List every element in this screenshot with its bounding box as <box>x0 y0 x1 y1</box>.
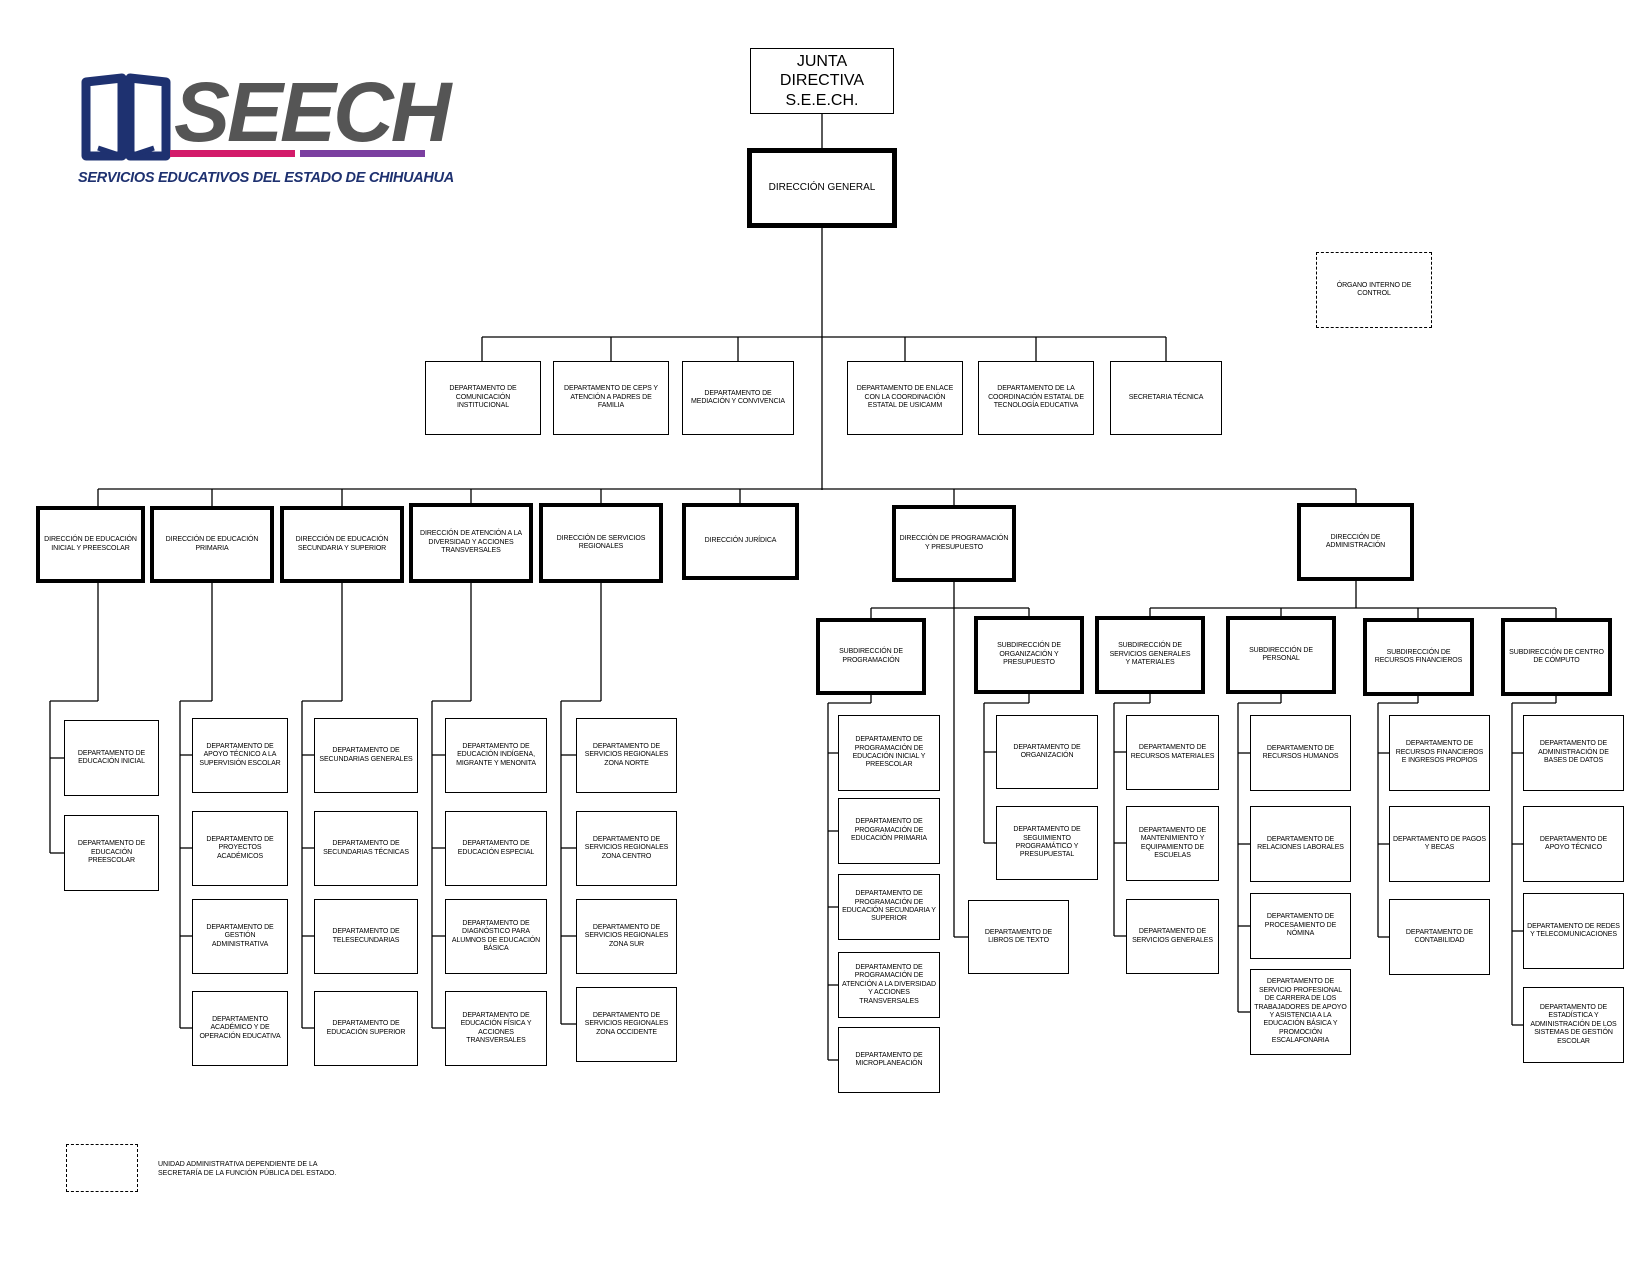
dept-comunicacion-institucional: DEPARTAMENTO DE COMUNICACIÓN INSTITUCION… <box>425 361 541 435</box>
dir-programacion-presupuesto: DIRECCIÓN DE PROGRAMACIÓN Y PRESUPUESTO <box>892 505 1016 582</box>
logo-pink-bar <box>170 150 295 157</box>
dept-gestion-administrativa: DEPARTAMENTO DE GESTIÓN ADMINISTRATIVA <box>192 899 288 974</box>
dept-educacion-inicial: DEPARTAMENTO DE EDUCACIÓN INICIAL <box>64 720 159 796</box>
dept-apoyo-tecnico: DEPARTAMENTO DE APOYO TÉCNICO <box>1523 806 1624 882</box>
dept-recursos-materiales: DEPARTAMENTO DE RECURSOS MATERIALES <box>1126 715 1219 790</box>
sub-servicios-generales-materiales: SUBDIRECCIÓN DE SERVICIOS GENERALES Y MA… <box>1095 616 1205 694</box>
dept-administracion-bases-datos: DEPARTAMENTO DE ADMINISTRACIÓN DE BASES … <box>1523 715 1624 791</box>
dept-relaciones-laborales: DEPARTAMENTO DE RELACIONES LABORALES <box>1250 806 1351 882</box>
dir-servicios-regionales: DIRECCIÓN DE SERVICIOS REGIONALES <box>539 503 663 583</box>
legend-dashed-box <box>66 1144 138 1192</box>
dir-secundaria-superior: DIRECCIÓN DE EDUCACIÓN SECUNDARIA Y SUPE… <box>280 506 404 583</box>
dept-seguimiento-programatico: DEPARTAMENTO DE SEGUIMIENTO PROGRAMÁTICO… <box>996 806 1098 880</box>
dept-educacion-superior: DEPARTAMENTO DE EDUCACIÓN SUPERIOR <box>314 991 418 1066</box>
dept-secundarias-tecnicas: DEPARTAMENTO DE SECUNDARIAS TÉCNICAS <box>314 811 418 886</box>
dept-secundarias-generales: DEPARTAMENTO DE SECUNDARIAS GENERALES <box>314 718 418 793</box>
dept-proyectos-academicos: DEPARTAMENTO DE PROYECTOS ACADÉMICOS <box>192 811 288 886</box>
dept-telesecundarias: DEPARTAMENTO DE TELESECUNDARIAS <box>314 899 418 974</box>
dept-regional-occidente: DEPARTAMENTO DE SERVICIOS REGIONALES ZON… <box>576 987 677 1062</box>
dept-tecnologia-educativa: DEPARTAMENTO DE LA COORDINACIÓN ESTATAL … <box>978 361 1094 435</box>
logo-subtitle: SERVICIOS EDUCATIVOS DEL ESTADO DE CHIHU… <box>78 170 454 186</box>
dept-academico-operacion: DEPARTAMENTO ACADÉMICO Y DE OPERACIÓN ED… <box>192 991 288 1066</box>
dept-prog-inicial-preescolar: DEPARTAMENTO DE PROGRAMACIÓN DE EDUCACIÓ… <box>838 715 940 791</box>
dept-recursos-financieros-ingresos: DEPARTAMENTO DE RECURSOS FINANCIEROS E I… <box>1389 715 1490 791</box>
dept-diagnostico-alumnos: DEPARTAMENTO DE DIAGNÓSTICO PARA ALUMNOS… <box>445 899 547 974</box>
secretaria-tecnica: SECRETARIA TÉCNICA <box>1110 361 1222 435</box>
dept-redes-telecomunicaciones: DEPARTAMENTO DE REDES Y TELECOMUNICACION… <box>1523 893 1624 969</box>
dir-administracion: DIRECCIÓN DE ADMINISTRACIÓN <box>1297 503 1414 581</box>
dept-indigena-migrante-menonita: DEPARTAMENTO DE EDUCACIÓN INDÍGENA, MIGR… <box>445 718 547 793</box>
direccion-general-box: DIRECCIÓN GENERAL <box>747 148 897 228</box>
dir-diversidad-transversales: DIRECCIÓN DE ATENCIÓN A LA DIVERSIDAD Y … <box>409 503 533 583</box>
dept-regional-sur: DEPARTAMENTO DE SERVICIOS REGIONALES ZON… <box>576 899 677 974</box>
organo-interno-control-box: ÓRGANO INTERNO DE CONTROL <box>1316 252 1432 328</box>
dept-estadistica-sistemas-gestion: DEPARTAMENTO DE ESTADÍSTICA Y ADMINISTRA… <box>1523 987 1624 1063</box>
dept-servicios-generales: DEPARTAMENTO DE SERVICIOS GENERALES <box>1126 899 1219 974</box>
dept-mediacion-convivencia: DEPARTAMENTO DE MEDIACIÓN Y CONVIVENCIA <box>682 361 794 435</box>
dir-inicial-preescolar: DIRECCIÓN DE EDUCACIÓN INICIAL Y PREESCO… <box>36 506 145 583</box>
logo-purple-bar <box>300 150 425 157</box>
dept-pagos-becas: DEPARTAMENTO DE PAGOS Y BECAS <box>1389 806 1490 882</box>
dept-microplaneacion: DEPARTAMENTO DE MICROPLANEACIÓN <box>838 1027 940 1093</box>
dept-regional-centro: DEPARTAMENTO DE SERVICIOS REGIONALES ZON… <box>576 811 677 886</box>
sub-recursos-financieros: SUBDIRECCIÓN DE RECURSOS FINANCIEROS <box>1363 618 1474 696</box>
dept-organizacion: DEPARTAMENTO DE ORGANIZACIÓN <box>996 715 1098 789</box>
sub-personal: SUBDIRECCIÓN DE PERSONAL <box>1226 616 1336 694</box>
seech-logo: SEECH SERVICIOS EDUCATIVOS DEL ESTADO DE… <box>78 70 454 195</box>
dept-educacion-preescolar: DEPARTAMENTO DE EDUCACIÓN PREESCOLAR <box>64 815 159 891</box>
logo-wordmark: SEECH <box>174 65 451 159</box>
sub-centro-computo: SUBDIRECCIÓN DE CENTRO DE CÓMPUTO <box>1501 618 1612 696</box>
dir-juridica: DIRECCIÓN JURÍDICA <box>682 503 799 580</box>
junta-directiva-box: JUNTA DIRECTIVA S.E.E.CH. <box>750 48 894 114</box>
sub-organizacion-presupuesto: SUBDIRECCIÓN DE ORGANIZACIÓN Y PRESUPUES… <box>974 616 1084 694</box>
dept-prog-primaria: DEPARTAMENTO DE PROGRAMACIÓN DE EDUCACIÓ… <box>838 798 940 864</box>
dept-educacion-fisica: DEPARTAMENTO DE EDUCACIÓN FÍSICA Y ACCIO… <box>445 991 547 1066</box>
book-logo-icon <box>81 73 171 161</box>
dept-procesamiento-nomina: DEPARTAMENTO DE PROCESAMIENTO DE NÓMINA <box>1250 893 1351 959</box>
dept-regional-norte: DEPARTAMENTO DE SERVICIOS REGIONALES ZON… <box>576 718 677 793</box>
dept-prog-secundaria-superior: DEPARTAMENTO DE PROGRAMACIÓN DE EDUCACIÓ… <box>838 874 940 940</box>
dept-recursos-humanos: DEPARTAMENTO DE RECURSOS HUMANOS <box>1250 715 1351 791</box>
dept-educacion-especial: DEPARTAMENTO DE EDUCACIÓN ESPECIAL <box>445 811 547 886</box>
dept-mantenimiento-equipamiento: DEPARTAMENTO DE MANTENIMIENTO Y EQUIPAMI… <box>1126 806 1219 881</box>
sub-programacion: SUBDIRECCIÓN DE PROGRAMACIÓN <box>816 618 926 695</box>
dept-contabilidad: DEPARTAMENTO DE CONTABILIDAD <box>1389 899 1490 975</box>
dept-libros-texto: DEPARTAMENTO DE LIBROS DE TEXTO <box>968 900 1069 974</box>
dept-prog-diversidad: DEPARTAMENTO DE PROGRAMACIÓN DE ATENCIÓN… <box>838 952 940 1018</box>
dept-enlace-usicamm: DEPARTAMENTO DE ENLACE CON LA COORDINACI… <box>847 361 963 435</box>
legend-text: UNIDAD ADMINISTRATIVA DEPENDIENTE DE LA … <box>158 1161 337 1178</box>
dept-ceps-padres-familia: DEPARTAMENTO DE CEPS Y ATENCIÓN A PADRES… <box>553 361 669 435</box>
dir-primaria: DIRECCIÓN DE EDUCACIÓN PRIMARIA <box>150 506 274 583</box>
dept-apoyo-tecnico-supervision: DEPARTAMENTO DE APOYO TÉCNICO A LA SUPER… <box>192 718 288 793</box>
dept-servicio-profesional-carrera: DEPARTAMENTO DE SERVICIO PROFESIONAL DE … <box>1250 969 1351 1055</box>
